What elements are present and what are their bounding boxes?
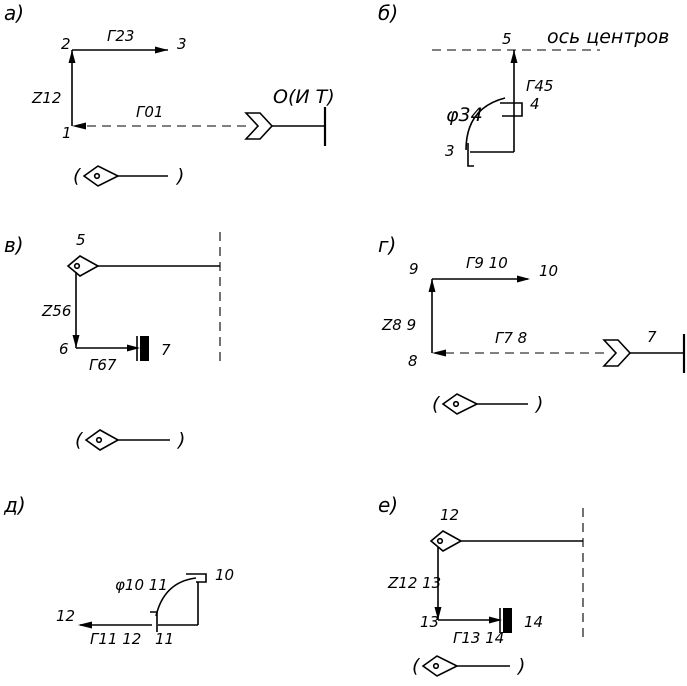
point-3-label: 3 (445, 142, 455, 160)
legend-a-open-paren: ( (73, 165, 82, 187)
z56-arrowhead (72, 335, 80, 348)
point-6-label: 6 (59, 340, 69, 358)
point-11-marker (150, 611, 158, 632)
panel-a: а) 1 2 3 Г23 Г01 Z12 О(И Т) ( ) (4, 1, 335, 187)
g78-label: Г7 8 (495, 329, 527, 347)
g45-label: Г45 (526, 77, 553, 95)
tool-icon (66, 255, 100, 277)
legend-v-close-paren: ) (176, 429, 185, 451)
z1213-label: Z12 13 (387, 574, 441, 592)
panel-v: в) 5 Z56 6 Г67 7 ( ) (4, 231, 221, 451)
panel-v-caption: в) (4, 233, 24, 257)
point-2-label: 2 (61, 35, 71, 53)
point-13-label: 13 (420, 613, 439, 631)
legend-a-close-paren: ) (175, 165, 184, 187)
axis-label: ось центров (547, 26, 669, 48)
panel-d: д) 12 Г11 12 11 φ10 11 10 (3, 493, 234, 648)
tool-tip-icon (73, 262, 81, 270)
tool-legend-icon (82, 165, 120, 187)
point-10-label: 10 (539, 262, 558, 280)
point-8-label: 8 (408, 352, 418, 370)
z56-label: Z56 (41, 302, 71, 320)
panel-d-caption: д) (3, 493, 26, 517)
g23-label: Г23 (107, 27, 134, 45)
tool-legend-tip-icon (95, 436, 103, 444)
legend-e-open-paren: ( (412, 655, 421, 677)
legend-e-close-paren: ) (516, 655, 525, 677)
tool-icon (602, 339, 632, 367)
point-3-marker (467, 143, 474, 167)
point-4-marker (500, 102, 523, 117)
origin-label: О(И Т) (273, 86, 335, 108)
point-7-label: 7 (647, 328, 657, 346)
panel-e-caption: е) (378, 493, 398, 517)
legend-g-open-paren: ( (432, 393, 441, 415)
point-9-label: 9 (409, 260, 419, 278)
tool-icon (429, 530, 463, 552)
phi34-label: φ34 (446, 104, 483, 126)
g67-label: Г67 (89, 356, 117, 374)
point-12-label: 12 (440, 506, 459, 524)
phi1011-arc (155, 577, 197, 617)
g78-arrowhead (432, 349, 446, 357)
tool-legend-tip-icon (452, 400, 460, 408)
tool-legend-icon (421, 655, 459, 677)
legend-v-open-paren: ( (75, 429, 84, 451)
tool-legend-tip-icon (432, 662, 440, 670)
point-4-label: 4 (530, 95, 540, 113)
g45-arrowhead (510, 50, 518, 63)
z12-arrowhead (68, 50, 76, 63)
phi1011-label: φ10 11 (115, 576, 168, 594)
g67-arrowhead (127, 344, 140, 352)
panel-g: г) 9 Г9 10 10 Z8 9 Г7 8 8 7 ( ) (378, 233, 686, 415)
g910-label: Г9 10 (466, 254, 508, 272)
g910-arrowhead (517, 275, 530, 283)
point-5-label: 5 (502, 30, 512, 48)
z1213-arrowhead (434, 607, 442, 620)
g1112-label: Г11 12 (90, 630, 141, 648)
g1314-label: Г13 14 (453, 629, 504, 647)
point-7-label: 7 (161, 341, 171, 359)
point-10-marker (186, 573, 207, 583)
g1314-arrowhead (489, 616, 502, 624)
g23-arrowhead (155, 46, 168, 54)
point-14-label: 14 (524, 613, 543, 631)
legend-g-close-paren: ) (534, 393, 543, 415)
phi34-arc (465, 97, 506, 151)
tool-legend-tip-icon (93, 172, 101, 180)
panel-e: е) 12 Z12 13 13 Г13 14 14 ( ) (378, 493, 584, 677)
panel-g-caption: г) (378, 233, 396, 257)
panel-a-caption: а) (4, 1, 24, 25)
g1112-arrowhead (78, 621, 92, 629)
tool-origin-icon (244, 112, 274, 140)
z89-label: Z8 9 (381, 316, 416, 334)
g01-label: Г01 (136, 103, 163, 121)
point-11-label: 11 (155, 630, 174, 648)
z12-label: Z12 (31, 89, 61, 107)
tool-tip-icon (436, 537, 444, 545)
point-10-label: 10 (215, 566, 234, 584)
workpiece-icon (140, 336, 149, 361)
point-3-label: 3 (177, 35, 187, 53)
panel-b-caption: б) (378, 1, 398, 25)
g01-arrowhead (72, 122, 86, 130)
point-1-label: 1 (62, 124, 72, 142)
z89-arrowhead (428, 279, 436, 292)
point-5-label: 5 (76, 231, 86, 249)
workpiece-icon (503, 608, 512, 633)
point-12-label: 12 (56, 607, 75, 625)
panel-b: б) 5 ось центров Г45 4 φ34 3 (378, 1, 669, 167)
tool-legend-icon (441, 393, 479, 415)
